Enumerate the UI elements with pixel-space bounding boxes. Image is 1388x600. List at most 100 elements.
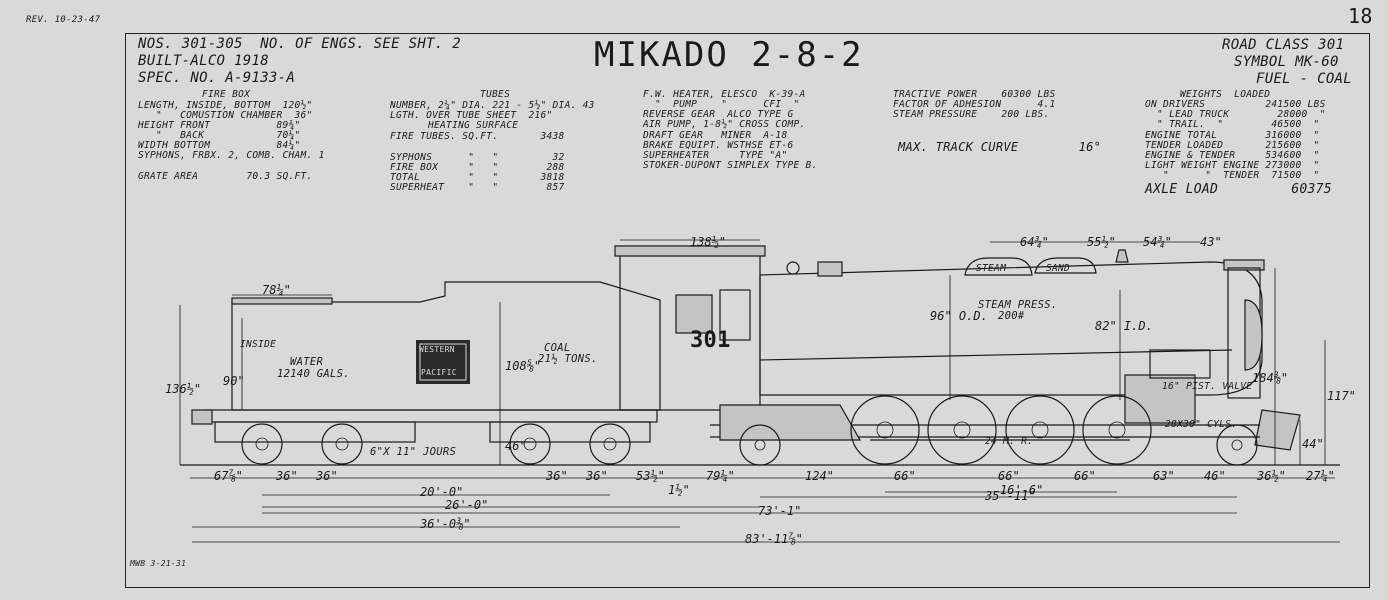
firebox-heading: FIRE BOX [202, 89, 251, 100]
water-capacity: 12140 GALS. [277, 368, 350, 380]
heating-line: FIRE TUBES. SQ.FT. 3438 [390, 131, 565, 142]
dimension-lines [179, 239, 1340, 543]
tender [191, 281, 661, 465]
cab-number: 301 [690, 328, 731, 353]
dim-id: 82" I.D. [1095, 319, 1153, 333]
dim-26-0: 26'-0" [445, 498, 489, 512]
dim-row1: 53½" [636, 469, 665, 483]
drafter-signature: MWB 3-21-31 [130, 559, 187, 568]
dim-stack: 184⅜" [1252, 371, 1289, 385]
dim-row1: 66" [894, 469, 916, 483]
piston-valve-label: 16" PIST. VALVE [1162, 381, 1253, 392]
boiler [710, 249, 1301, 451]
grate-area: GRATE AREA 70.3 SQ.FT. [138, 171, 313, 182]
dim-row1: 67⅞" [214, 469, 243, 483]
dim-row1: 63" [1153, 469, 1175, 483]
dim-row1: 36" [546, 469, 568, 483]
cab [614, 245, 766, 411]
header-left-line: BUILT-ALCO 1918 [138, 53, 269, 69]
firebox-line: " BACK 70¼" [138, 130, 301, 141]
dim-coal-height: 108⅝" [505, 359, 542, 373]
inside-label: INSIDE [240, 339, 277, 350]
sand-dome-label: SAND [1046, 263, 1071, 274]
steam-press-label: STEAM PRESS. [978, 299, 1058, 311]
dim-35-11: 35'-11" [985, 489, 1036, 503]
dim-dome: 55½" [1087, 235, 1116, 249]
dim-row1: 36½" [1257, 469, 1286, 483]
dim-36-0: 36'-0⅜" [420, 517, 471, 531]
drawing-border [125, 33, 1370, 588]
heating-line: SYPHONS " " 32 [390, 152, 565, 163]
heating-line: FIRE BOX " " 288 [390, 162, 565, 173]
steam-press-value: 200# [998, 310, 1025, 322]
cylinders-label: 28X30" CYLS. [1165, 419, 1238, 430]
dim-inside-height: 90" [223, 374, 245, 388]
max-track-curve: MAX. TRACK CURVE 16° [898, 140, 1102, 154]
dim-16-6: 16'-6" [1000, 483, 1044, 497]
dim-tender-top: 78¼" [262, 283, 291, 297]
smokestack-icon [1223, 259, 1265, 271]
weights-line: TENDER LOADED 215600 " [1145, 140, 1320, 151]
dim-dome: 64¾" [1020, 235, 1049, 249]
weights-line: ON DRIVERS 241500 LBS [1145, 99, 1326, 110]
weights-line: ENGINE & TENDER 534600 " [1145, 150, 1320, 161]
header-left-line: NOS. 301-305 NO. OF ENGS. SEE SHT. 2 [138, 36, 461, 52]
weights-line: LIGHT WEIGHT ENGINE 273000 " [1145, 160, 1320, 171]
dim-row1: 79¼" [706, 469, 735, 483]
weights-line: " TRAIL. " 46500 " [1145, 119, 1320, 130]
equipment-line: " PUMP " CFI " [643, 99, 800, 110]
herald-pacific: PACIFIC [421, 368, 457, 377]
dim-83-11: 83'-11⅞" [745, 532, 803, 546]
coal-label: COAL [544, 342, 571, 354]
dim-od: 96" O.D. [930, 309, 988, 323]
drawing-title: MIKADO 2-8-2 [594, 35, 864, 75]
dim-73-1: 73'-1" [758, 504, 802, 518]
header-right-line: FUEL - COAL [1256, 71, 1353, 87]
power-line: FACTOR OF ADHESION 4.1 [893, 99, 1056, 110]
driving-wheels [739, 395, 1258, 466]
header-left-line: SPEC. NO. A-9133-A [138, 70, 296, 86]
heating-line: TOTAL " " 3818 [390, 172, 565, 183]
dim-row1: 27¼" [1306, 469, 1335, 483]
firebox-line: HEIGHT FRONT 89¾" [138, 120, 301, 131]
dim-44: 44" [1302, 437, 1324, 451]
dim-dome: 43" [1200, 235, 1222, 249]
weights-line: " LEAD TRUCK 28000 " [1145, 109, 1326, 120]
tubes-line: NUMBER, 2¼" DIA. 221 - 5½" DIA. 43 [390, 100, 595, 111]
dim-row1: 66" [1074, 469, 1096, 483]
revision-date: REV. 10-23-47 [26, 15, 101, 25]
weights-line: ENGINE TOTAL 316000 " [1145, 130, 1320, 141]
dim-small: 1½" [668, 483, 690, 497]
dim-row1: 124" [805, 469, 834, 483]
dim-row1: 46" [1204, 469, 1226, 483]
header-right-line: ROAD CLASS 301 [1222, 37, 1345, 53]
coal-capacity: 21½ TONS. [538, 353, 598, 365]
dim-row1: 36" [586, 469, 608, 483]
western-pacific-herald-icon [416, 340, 470, 384]
weights-line: " " TENDER 71500 " [1145, 170, 1320, 181]
dim-row1: 36" [276, 469, 298, 483]
dim-cab-top: 138½" [690, 235, 727, 249]
equipment-line: SUPERHEATER TYPE "A" [643, 150, 788, 161]
dim-row1: 36" [316, 469, 338, 483]
equipment-line: REVERSE GEAR ALCO TYPE G [643, 109, 794, 120]
bell-icon [1115, 249, 1129, 263]
heating-heading: HEATING SURFACE [428, 120, 519, 131]
equipment-line: DRAFT GEAR MINER A-18 [643, 130, 788, 141]
journals-label: 6"X 11" JOURS [370, 446, 457, 458]
firebox-line: SYPHONS, FRBX. 2, COMB. CHAM. 1 [138, 150, 325, 161]
tubes-line: LGTH. OVER TUBE SHEET 216" [390, 110, 553, 121]
dim-row1: 66" [998, 469, 1020, 483]
dim-dome: 54¾" [1143, 235, 1172, 249]
heating-line: SUPERHEAT " " 857 [390, 182, 565, 193]
equipment-line: STOKER-DUPONT SIMPLEX TYPE B. [643, 160, 818, 171]
herald-western: WESTERN [419, 345, 455, 354]
equipment-line: BRAKE EQUIPT. WSTHSE ET-6 [643, 140, 794, 151]
dim-20-0: 20'-0" [420, 485, 464, 499]
power-line: TRACTIVE POWER 60300 LBS [893, 89, 1056, 100]
dim-tender-height: 136½" [165, 382, 202, 396]
equipment-line: AIR PUMP, 1-8½" CROSS COMP. [643, 119, 806, 130]
drivers-label: 24 M. R. [985, 436, 1034, 447]
